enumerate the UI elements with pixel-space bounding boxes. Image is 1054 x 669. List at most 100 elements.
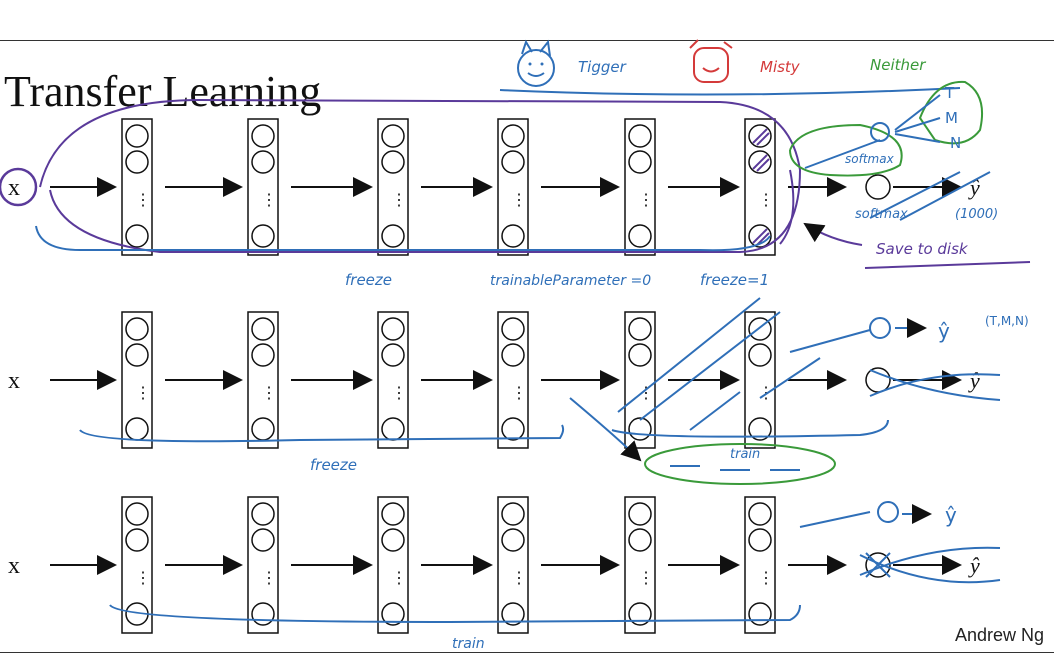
neuron-node	[381, 528, 405, 552]
neuron-node	[501, 502, 525, 526]
row-2: x⋮⋮⋮⋮⋮⋮ŷ	[8, 311, 980, 449]
neuron-node	[628, 417, 652, 441]
neuron-node	[628, 224, 652, 248]
freeze-label-2: freeze	[310, 456, 357, 474]
neuron-node	[748, 150, 772, 174]
input-label: x	[8, 368, 20, 394]
ellipsis: ⋮	[261, 192, 277, 209]
thousand-label: (1000)	[955, 207, 998, 222]
neuron-node	[501, 224, 525, 248]
output-node	[865, 367, 891, 393]
neuron-node	[501, 602, 525, 626]
neuron-node	[628, 502, 652, 526]
neuron-node	[125, 343, 149, 367]
neuron-node	[125, 224, 149, 248]
save-to-disk-label: Save to disk	[876, 240, 969, 258]
hatch-mark	[752, 228, 768, 244]
neuron-node	[628, 317, 652, 341]
neuron-node	[501, 343, 525, 367]
neuron-node	[125, 317, 149, 341]
neuron-node	[748, 343, 772, 367]
neuron-node	[251, 602, 275, 626]
neuron-node	[501, 124, 525, 148]
output-node	[865, 174, 891, 200]
neuron-node	[381, 602, 405, 626]
hatch-mark	[756, 158, 770, 172]
slide-title: Transfer Learning	[4, 67, 322, 116]
neuron-node	[748, 417, 772, 441]
ellipsis: ⋮	[261, 385, 277, 402]
neuron-node	[501, 150, 525, 174]
neuron-node	[748, 502, 772, 526]
freeze-label-1: freeze	[345, 271, 392, 289]
bottom-rule	[0, 652, 1054, 653]
tmn-n: N	[950, 134, 961, 152]
neuron-node	[748, 124, 772, 148]
neuron-node	[125, 502, 149, 526]
row-3: x⋮⋮⋮⋮⋮⋮ŷ	[8, 496, 980, 634]
row2-new-node	[869, 317, 891, 339]
neuron-node	[381, 124, 405, 148]
new-softmax-node	[870, 122, 890, 142]
freeze-eq-1-label: freeze=1	[700, 271, 769, 289]
neuron-node	[628, 124, 652, 148]
row2-tmn-note: (T,M,N)	[985, 314, 1029, 328]
hatch-mark	[756, 132, 770, 146]
neuron-node	[748, 528, 772, 552]
softmax-label-top: softmax	[845, 152, 895, 166]
row1-annotations: softmax T M N softmax (1000) Save to dis…	[0, 80, 1031, 289]
ellipsis: ⋮	[391, 385, 407, 402]
hatch-mark	[756, 232, 770, 246]
neuron-node	[381, 224, 405, 248]
row3-annotations: ŷ train	[109, 501, 1001, 652]
ellipsis: ⋮	[511, 192, 527, 209]
input-circle-highlight	[0, 167, 38, 207]
row2-yhat-note: ŷ	[938, 319, 950, 343]
ellipsis: ⋮	[261, 570, 277, 587]
neuron-node	[251, 150, 275, 174]
neuron-node	[251, 124, 275, 148]
softmax-label-mid: softmax	[855, 207, 908, 222]
neuron-node	[251, 528, 275, 552]
neuron-node	[125, 124, 149, 148]
ellipsis: ⋮	[391, 570, 407, 587]
neuron-node	[251, 502, 275, 526]
neuron-node	[125, 150, 149, 174]
neuron-node	[628, 602, 652, 626]
output-label: ŷ	[968, 368, 980, 393]
train-label: train	[452, 636, 485, 652]
tigger-face-icon	[517, 49, 555, 87]
misty-face-icon	[693, 47, 729, 83]
class-misty: Misty	[760, 58, 801, 76]
neuron-node	[628, 150, 652, 174]
neuron-node	[748, 317, 772, 341]
output-label: ŷ	[968, 553, 980, 578]
output-cross	[865, 552, 891, 578]
tmn-m: M	[945, 109, 958, 127]
row2-annotations: ŷ (T,M,N) freeze train	[79, 297, 1029, 485]
ellipsis: ⋮	[511, 570, 527, 587]
neuron-node	[748, 224, 772, 248]
hatch-mark	[752, 154, 768, 170]
ellipsis: ⋮	[638, 385, 654, 402]
neuron-node	[251, 317, 275, 341]
neuron-node	[501, 417, 525, 441]
class-header: Tigger Misty Neither	[499, 39, 961, 96]
row3-yhat-note: ŷ	[945, 503, 957, 527]
ellipsis: ⋮	[391, 192, 407, 209]
train-small-label: train	[730, 447, 760, 462]
row3-new-node	[877, 501, 899, 523]
neuron-node	[381, 150, 405, 174]
neuron-node	[381, 317, 405, 341]
ellipsis: ⋮	[135, 570, 151, 587]
class-tigger: Tigger	[578, 58, 627, 76]
neuron-node	[251, 224, 275, 248]
neuron-node	[125, 528, 149, 552]
tmn-t: T	[944, 84, 955, 102]
trainable-param-label: trainableParameter =0	[490, 273, 651, 289]
output-node	[865, 552, 891, 578]
neuron-node	[381, 502, 405, 526]
input-label: x	[8, 553, 20, 579]
author-footer: Andrew Ng	[954, 625, 1044, 645]
